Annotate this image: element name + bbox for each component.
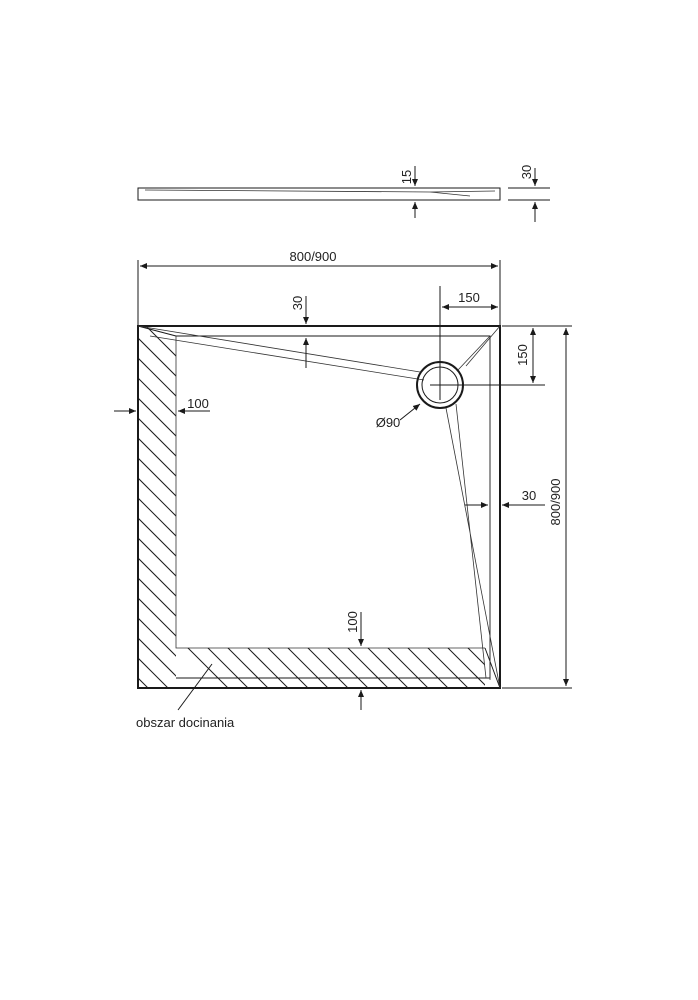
trim-area-label: obszar docinania: [136, 715, 235, 730]
corner-line-bottom-right: [484, 647, 501, 689]
slope-lines: [137, 325, 501, 689]
dim-label-30-side: 30: [519, 165, 534, 179]
dim-label-drain-y: 150: [515, 344, 530, 366]
dim-label-depth: 800/900: [548, 479, 563, 526]
dim-label-15: 15: [399, 170, 414, 184]
trim-area-bottom: [187, 648, 485, 688]
dim-label-width: 800/900: [290, 249, 337, 264]
top-view: 800/900 150 150 800/900 30 30 100 100: [114, 249, 572, 730]
dim-label-trim-left: 100: [187, 396, 209, 411]
corner-line-top-left: [137, 325, 177, 337]
tray-inner-rim: [176, 335, 491, 679]
dim-label-rim-top: 30: [290, 296, 305, 310]
side-view: 15 30: [137, 165, 550, 222]
tray-rim-inner-2: [175, 336, 485, 649]
trim-area-leader: [177, 663, 213, 711]
dim-label-drain-diameter: Ø90: [376, 415, 401, 430]
dim-arrow-drain-diameter: [399, 403, 421, 421]
dim-label-rim-right: 30: [522, 488, 536, 503]
side-view-profile: [137, 187, 501, 201]
dim-label-drain-x: 150: [458, 290, 480, 305]
tray-outline: [137, 325, 501, 689]
side-view-slope: [144, 189, 496, 197]
dim-label-trim-bottom: 100: [345, 611, 360, 633]
